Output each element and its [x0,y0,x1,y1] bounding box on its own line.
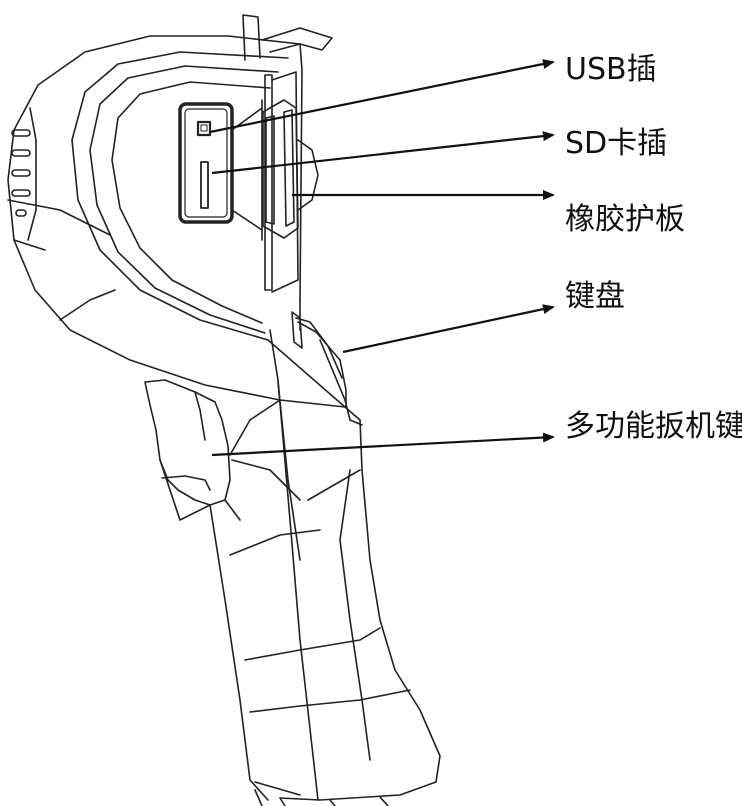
label-usb-port: USB插 [565,52,657,87]
label-rubber-cover: 橡胶护板 [565,202,685,237]
label-sd-slot: SD卡插 [565,126,668,161]
label-trigger-key: 多功能扳机键 [565,409,742,444]
label-keypad: 键盘 [565,279,625,314]
callout-sd [211,131,555,175]
callout-usb [209,59,555,134]
callout-trigger [211,432,555,457]
callout-keypad [342,304,555,354]
device-outline [7,14,441,806]
callout-lines [209,59,555,457]
